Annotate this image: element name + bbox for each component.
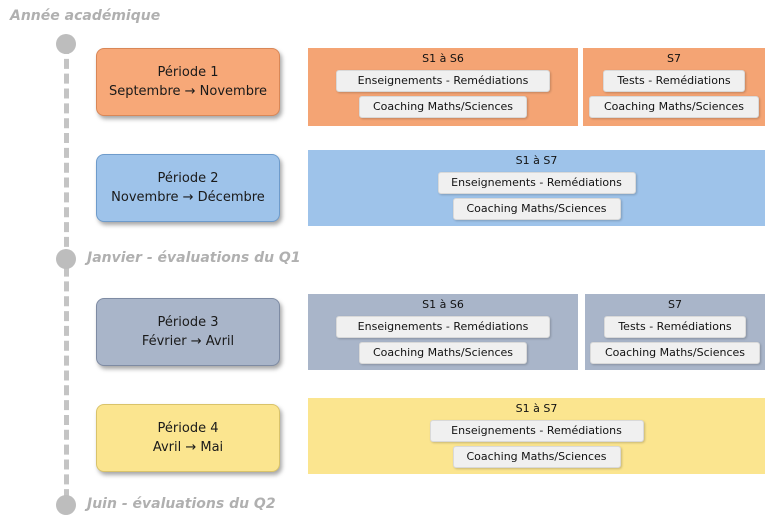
period-2-name: Période 2: [157, 171, 219, 186]
period-3-range: Février → Avril: [141, 334, 235, 349]
period-3-panel-s1-s6: S1 à S6 Enseignements - Remédiations Coa…: [308, 294, 578, 370]
timeline-title: Année académique: [10, 8, 161, 24]
activity-pill: Enseignements - Remédiations: [429, 420, 644, 442]
activity-pill: Coaching Maths/Sciences: [359, 96, 527, 118]
activity-pill: Coaching Maths/Sciences: [452, 198, 621, 220]
activity-pill: Coaching Maths/Sciences: [452, 446, 621, 468]
period-1-panel-s7: S7 Tests - Remédiations Coaching Maths/S…: [583, 48, 765, 126]
period-4-box: Période 4 Avril → Mai: [96, 404, 280, 472]
timeline-q2-dot: [56, 495, 76, 515]
activity-pill: Tests - Remédiations: [603, 70, 745, 92]
activity-pill: Coaching Maths/Sciences: [359, 342, 527, 364]
period-1-panel-s1-s6: S1 à S6 Enseignements - Remédiations Coa…: [308, 48, 578, 126]
panel-header: S1 à S6: [422, 52, 464, 65]
panel-header: S7: [667, 52, 681, 65]
period-2-box: Période 2 Novembre → Décembre: [96, 154, 280, 222]
period-1-box: Période 1 Septembre → Novembre: [96, 48, 280, 116]
activity-pill: Enseignements - Remédiations: [336, 316, 550, 338]
panel-header: S1 à S7: [515, 154, 558, 167]
panel-header: S7: [668, 298, 682, 311]
milestone-q2-label: Juin - évaluations du Q2: [87, 496, 276, 512]
period-3-panel-s7: S7 Tests - Remédiations Coaching Maths/S…: [585, 294, 765, 370]
period-3-box: Période 3 Février → Avril: [96, 298, 280, 366]
period-2-panel-s1-s7: S1 à S7 Enseignements - Remédiations Coa…: [308, 150, 765, 226]
period-4-panel-s1-s7: S1 à S7 Enseignements - Remédiations Coa…: [308, 398, 765, 474]
period-1-range: Septembre → Novembre: [108, 84, 268, 99]
milestone-q1-label: Janvier - évaluations du Q1: [87, 250, 301, 266]
timeline-start-dot: [56, 34, 76, 54]
timeline-line: [64, 44, 69, 514]
activity-pill: Coaching Maths/Sciences: [589, 96, 759, 118]
period-4-name: Période 4: [157, 421, 219, 436]
period-1-name: Période 1: [157, 65, 219, 80]
panel-header: S1 à S6: [422, 298, 464, 311]
activity-pill: Coaching Maths/Sciences: [590, 342, 760, 364]
activity-pill: Enseignements - Remédiations: [336, 70, 550, 92]
panel-header: S1 à S7: [515, 402, 558, 415]
timeline-q1-dot: [56, 249, 76, 269]
activity-pill: Tests - Remédiations: [604, 316, 746, 338]
activity-pill: Enseignements - Remédiations: [437, 172, 636, 194]
period-2-range: Novembre → Décembre: [111, 190, 265, 205]
period-4-range: Avril → Mai: [152, 440, 224, 455]
period-3-name: Période 3: [157, 315, 219, 330]
